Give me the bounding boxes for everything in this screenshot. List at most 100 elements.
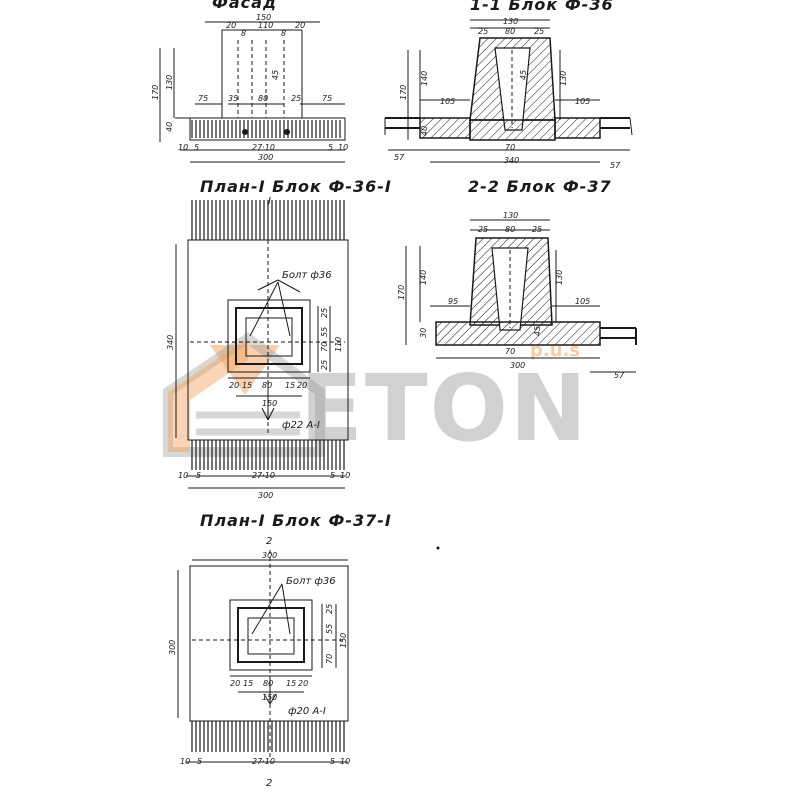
plan-f36-title: План-I Блок Ф-36-I xyxy=(200,177,392,196)
svg-text:130: 130 xyxy=(555,270,564,285)
watermark-text: ETON xyxy=(300,355,589,462)
svg-text:30: 30 xyxy=(419,328,428,338)
svg-text:5: 5 xyxy=(330,757,335,766)
svg-text:57: 57 xyxy=(614,371,625,380)
svg-text:27·10: 27·10 xyxy=(252,757,275,766)
svg-text:300: 300 xyxy=(258,491,273,500)
plan-f37-rebar-label: ф20 A-I xyxy=(288,706,326,717)
svg-text:75: 75 xyxy=(322,94,332,103)
svg-text:140: 140 xyxy=(419,270,428,285)
svg-text:105: 105 xyxy=(575,97,590,106)
svg-text:300: 300 xyxy=(258,153,273,162)
svg-text:340: 340 xyxy=(504,156,519,165)
svg-text:110: 110 xyxy=(334,337,343,352)
section-1-1-view: 1-1 Блок Ф-36 130 25 80 25 170 140 130 4… xyxy=(384,0,633,170)
svg-text:130: 130 xyxy=(503,211,518,220)
svg-text:75: 75 xyxy=(198,94,208,103)
plan-f37-title: План-I Блок Ф-37-I xyxy=(200,511,392,530)
svg-text:130: 130 xyxy=(165,75,174,90)
section-1-1-title: 1-1 Блок Ф-36 xyxy=(470,0,614,14)
svg-text:20: 20 xyxy=(298,679,308,688)
svg-text:10: 10 xyxy=(178,143,188,152)
svg-text:5: 5 xyxy=(197,757,202,766)
svg-text:35: 35 xyxy=(228,94,238,103)
svg-text:15: 15 xyxy=(242,381,252,390)
svg-text:25: 25 xyxy=(478,225,488,234)
svg-text:25: 25 xyxy=(534,27,544,36)
svg-text:130: 130 xyxy=(503,17,518,26)
svg-text:25: 25 xyxy=(532,225,542,234)
svg-text:150: 150 xyxy=(262,693,277,702)
svg-text:55: 55 xyxy=(325,624,334,634)
svg-text:15: 15 xyxy=(243,679,253,688)
svg-text:70: 70 xyxy=(505,347,515,356)
svg-text:15: 15 xyxy=(285,381,295,390)
plan-f36-bolt-label: Болт ф36 xyxy=(282,270,332,281)
watermark-logo-icon xyxy=(163,331,325,457)
svg-text:70: 70 xyxy=(325,654,334,664)
svg-text:170: 170 xyxy=(399,85,408,100)
svg-text:20: 20 xyxy=(230,679,240,688)
svg-text:20: 20 xyxy=(297,381,307,390)
section-2-2-title: 2-2 Блок Ф-37 xyxy=(468,177,612,196)
plan-f37-section-mark-top: 2 xyxy=(266,536,272,547)
svg-text:170: 170 xyxy=(397,285,406,300)
svg-text:5: 5 xyxy=(194,143,199,152)
svg-text:110: 110 xyxy=(258,21,273,30)
svg-text:10: 10 xyxy=(180,757,190,766)
svg-text:20: 20 xyxy=(295,21,305,30)
svg-text:5: 5 xyxy=(328,143,333,152)
svg-text:25: 25 xyxy=(325,604,334,614)
plan-f37-rebar-bottom xyxy=(191,721,345,752)
svg-text:27·10: 27·10 xyxy=(252,143,275,152)
svg-text:10: 10 xyxy=(340,471,350,480)
svg-text:45: 45 xyxy=(271,70,280,80)
svg-text:150: 150 xyxy=(339,633,348,648)
svg-text:5: 5 xyxy=(196,471,201,480)
svg-text:55: 55 xyxy=(320,327,329,337)
svg-text:150: 150 xyxy=(256,13,271,22)
plan-f36-rebar-bottom xyxy=(191,440,345,470)
plan-f36-view: План-I Блок Ф-36-I I Болт ф36 ф22 A-I 34… xyxy=(166,177,392,500)
svg-text:5: 5 xyxy=(330,471,335,480)
svg-text:15: 15 xyxy=(286,679,296,688)
plan-f37-section-mark-bottom: 2 xyxy=(266,778,272,789)
svg-text:80: 80 xyxy=(263,679,273,688)
plan-f36-rebar-top xyxy=(191,200,345,240)
svg-text:25: 25 xyxy=(320,308,329,318)
svg-text:300: 300 xyxy=(168,640,177,655)
svg-text:130: 130 xyxy=(559,71,568,86)
svg-text:8: 8 xyxy=(281,29,286,38)
svg-text:140: 140 xyxy=(420,71,429,86)
watermark: ETON p.u.s xyxy=(163,331,589,462)
svg-text:45: 45 xyxy=(533,326,542,336)
svg-text:20: 20 xyxy=(226,21,236,30)
svg-text:70: 70 xyxy=(505,143,515,152)
section-2-2-view: 2-2 Блок Ф-37 130 25 80 25 170 140 130 3… xyxy=(397,177,637,380)
svg-text:105: 105 xyxy=(440,97,455,106)
svg-text:25: 25 xyxy=(478,27,488,36)
plan-f36-section-mark-top: I xyxy=(268,196,271,207)
plan-f37-bolt-label: Болт ф36 xyxy=(286,576,336,587)
svg-text:57: 57 xyxy=(394,153,405,162)
svg-text:25: 25 xyxy=(320,360,329,370)
svg-text:150: 150 xyxy=(262,399,277,408)
svg-text:20: 20 xyxy=(229,381,239,390)
svg-text:80: 80 xyxy=(505,225,515,234)
svg-text:170: 170 xyxy=(151,85,160,100)
plan-f36-rebar-label: ф22 A-I xyxy=(282,420,320,431)
svg-text:45: 45 xyxy=(519,70,528,80)
plan-f37-view: План-I Блок Ф-37-I 2 Болт ф36 ф20 A-I 30… xyxy=(168,511,392,789)
svg-text:25: 25 xyxy=(291,94,301,103)
svg-text:340: 340 xyxy=(166,335,175,350)
svg-text:40: 40 xyxy=(420,126,429,136)
facade-rebar-hatch xyxy=(191,120,341,138)
svg-text:40: 40 xyxy=(165,122,174,132)
svg-text:10: 10 xyxy=(178,471,188,480)
svg-text:300: 300 xyxy=(510,361,525,370)
svg-text:300: 300 xyxy=(262,551,277,560)
svg-text:8: 8 xyxy=(241,29,246,38)
svg-text:80: 80 xyxy=(258,94,268,103)
svg-text:10: 10 xyxy=(338,143,348,152)
